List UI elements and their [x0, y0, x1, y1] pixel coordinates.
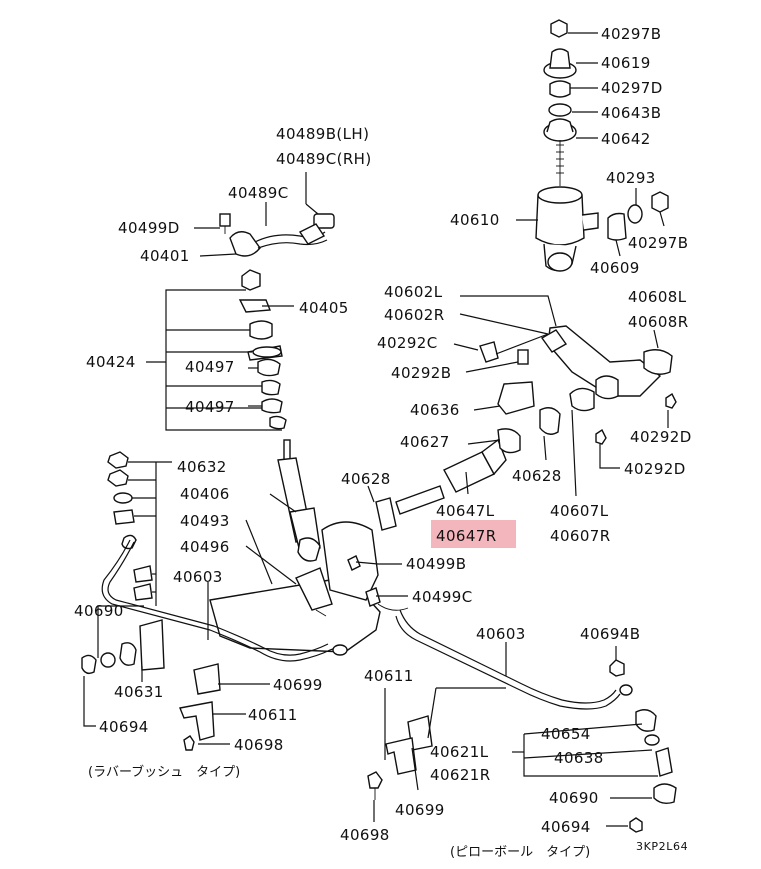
- part-labels: 40297B 40619 40297D 40643B 40642 40489B(…: [74, 25, 692, 860]
- stabilizer-right-drawing: [367, 609, 677, 833]
- strut-mount-drawing: [535, 19, 669, 272]
- sensor-harness-drawing: [219, 213, 335, 257]
- label-40694-right: 40694: [541, 818, 591, 836]
- label-40699-right: 40699: [395, 801, 445, 819]
- label-40636: 40636: [410, 401, 460, 419]
- label-40602R: 40602R: [384, 306, 445, 324]
- label-40642: 40642: [601, 130, 651, 148]
- label-40632: 40632: [177, 458, 227, 476]
- label-40694-left: 40694: [99, 718, 149, 736]
- label-40619: 40619: [601, 54, 651, 72]
- label-40690-right: 40690: [549, 789, 599, 807]
- label-40297B-top: 40297B: [601, 25, 661, 43]
- label-40627: 40627: [400, 433, 450, 451]
- upper-arm-drawing: [479, 325, 677, 445]
- label-40643B: 40643B: [601, 104, 661, 122]
- label-40401: 40401: [140, 247, 190, 265]
- label-40690-left: 40690: [74, 602, 124, 620]
- label-40699-left: 40699: [273, 676, 323, 694]
- label-40638: 40638: [554, 749, 604, 767]
- label-40424: 40424: [86, 353, 136, 371]
- label-40292B: 40292B: [391, 364, 451, 382]
- label-40628-left: 40628: [341, 470, 391, 488]
- label-40603-left: 40603: [173, 568, 223, 586]
- label-40602L: 40602L: [384, 283, 443, 301]
- label-40489B: 40489B(LH): [276, 125, 369, 143]
- label-40292D-b: 40292D: [624, 460, 686, 478]
- label-40406: 40406: [180, 485, 230, 503]
- label-40489C: 40489C: [228, 184, 289, 202]
- label-40608L: 40608L: [628, 288, 687, 306]
- label-40293: 40293: [606, 169, 656, 187]
- label-40621L: 40621L: [430, 743, 489, 761]
- leader-lines: [83, 32, 669, 827]
- label-40292C: 40292C: [377, 334, 438, 352]
- label-40610: 40610: [450, 211, 500, 229]
- driveshaft-drawing: [375, 407, 561, 531]
- label-40647L: 40647L: [436, 502, 495, 520]
- label-40698-left: 40698: [234, 736, 284, 754]
- label-40609: 40609: [590, 259, 640, 277]
- knuckle-drawing: [209, 521, 409, 653]
- label-40489C-rh: 40489C(RH): [276, 150, 372, 168]
- label-40607R: 40607R: [550, 527, 611, 545]
- label-40497-b: 40497: [185, 398, 235, 416]
- label-40608R: 40608R: [628, 313, 689, 331]
- note-rubber-bush: (ラバーブッシュ タイプ): [88, 764, 240, 780]
- label-40496: 40496: [180, 538, 230, 556]
- label-40611-left: 40611: [248, 706, 298, 724]
- label-40292D-a: 40292D: [630, 428, 692, 446]
- label-40628-right: 40628: [512, 467, 562, 485]
- label-40497-a: 40497: [185, 358, 235, 376]
- strut-drawing: [238, 269, 321, 562]
- label-40694B: 40694B: [580, 625, 640, 643]
- label-40499B: 40499B: [406, 555, 466, 573]
- highlight-40647R: [431, 520, 516, 548]
- label-40698-right: 40698: [340, 826, 390, 844]
- label-40647R: 40647R: [436, 527, 497, 545]
- label-40603-right: 40603: [476, 625, 526, 643]
- label-40499C: 40499C: [412, 588, 473, 606]
- note-pillow-ball: (ピローボール タイプ): [450, 845, 590, 860]
- label-40499D: 40499D: [118, 219, 180, 237]
- stabilizer-left-drawing: [81, 451, 348, 751]
- label-40297D-top: 40297D: [601, 79, 663, 97]
- label-40621R: 40621R: [430, 766, 491, 784]
- label-40493: 40493: [180, 512, 230, 530]
- label-40631: 40631: [114, 683, 164, 701]
- diagram-code: 3KP2L64: [636, 840, 688, 853]
- label-40654: 40654: [541, 725, 591, 743]
- label-40611-right: 40611: [364, 667, 414, 685]
- label-40297B-right: 40297B: [628, 234, 688, 252]
- label-40607L: 40607L: [550, 502, 609, 520]
- label-40405: 40405: [299, 299, 349, 317]
